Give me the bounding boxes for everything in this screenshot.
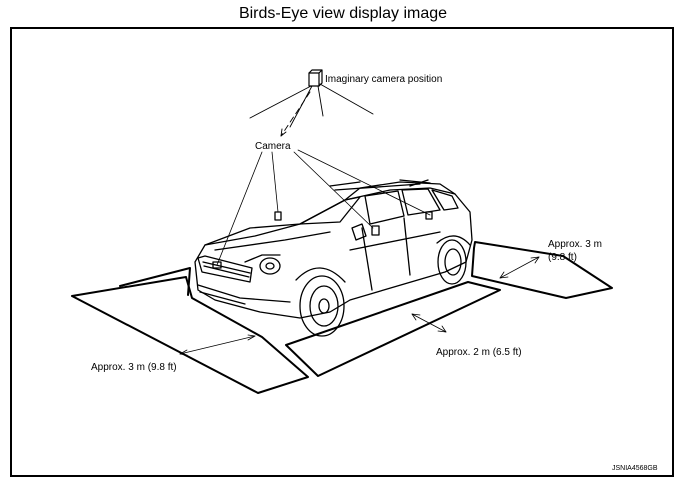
- windshield-camera-icon: [274, 211, 282, 221]
- figure-code: JSNIA4568GB: [612, 465, 658, 472]
- side-camera-icon: [371, 225, 380, 236]
- rear-distance-label-line2: (9.8 ft): [548, 252, 577, 263]
- imaginary-camera-label: Imaginary camera position: [325, 74, 442, 85]
- front-camera-icon: [212, 261, 222, 269]
- front-detection-zone: [71, 267, 309, 394]
- rear-detection-zone: [471, 241, 613, 299]
- rear-distance-label-line1: Approx. 3 m: [548, 239, 602, 250]
- camera-leader-lines: [216, 149, 431, 266]
- camera-view-lines: [249, 83, 374, 137]
- vehicle-illustration: [194, 179, 473, 337]
- front-distance-label: Approx. 3 m (9.8 ft): [91, 362, 177, 373]
- camera-label: Camera: [255, 141, 291, 152]
- side-distance-arrow: [411, 313, 447, 333]
- diagram-frame: [10, 27, 674, 477]
- side-detection-zone: [285, 281, 501, 377]
- front-distance-arrow: [179, 334, 256, 356]
- side-distance-label: Approx. 2 m (6.5 ft): [436, 347, 522, 358]
- rear-distance-arrow: [499, 256, 540, 279]
- diagram-title: Birds-Eye view display image: [238, 5, 448, 22]
- rear-camera-icon: [425, 211, 433, 220]
- imaginary-camera-icon: [308, 69, 323, 87]
